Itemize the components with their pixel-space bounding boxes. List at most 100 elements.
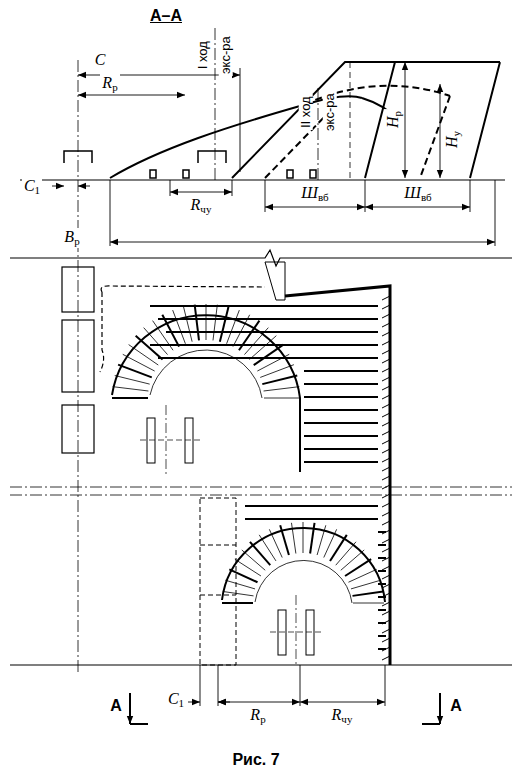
section-profile <box>265 86 450 178</box>
section-label: II ход <box>299 94 313 130</box>
hatching <box>382 467 390 471</box>
dimension-label: Швб <box>402 184 433 203</box>
hatching <box>382 503 390 507</box>
hatching <box>378 544 386 546</box>
hatching <box>245 505 378 507</box>
rail-symbols <box>183 170 189 178</box>
plan-outline <box>62 320 94 392</box>
section-profile <box>232 62 500 178</box>
hatching <box>382 611 390 615</box>
dimension-lines <box>52 18 495 246</box>
hatching <box>158 357 378 359</box>
dimension-label: Hр <box>384 109 403 130</box>
dimension-label: Швб <box>299 184 330 203</box>
dimension-label: Rчу <box>330 706 355 725</box>
plan-outline <box>62 267 94 312</box>
hatching <box>382 566 390 570</box>
hatching <box>317 525 326 555</box>
hatching <box>184 307 193 342</box>
dimension-label: Rр <box>248 706 267 725</box>
hatching <box>382 458 390 462</box>
dimension-label: Rр <box>100 74 119 93</box>
hatching <box>150 344 378 346</box>
plan-dimensions <box>218 702 230 703</box>
dimension-label: Bр <box>62 228 81 247</box>
rail-symbols <box>150 170 156 178</box>
hatching <box>382 521 390 525</box>
plan-outline <box>255 560 352 603</box>
dimension-lines <box>78 95 185 96</box>
hatching <box>173 310 186 344</box>
hatching <box>220 307 229 342</box>
hatching <box>382 386 390 390</box>
hatching <box>382 584 390 588</box>
hatching <box>382 485 390 489</box>
dimension-lines <box>440 84 441 178</box>
hatching <box>112 397 148 399</box>
hatching <box>382 413 390 417</box>
hatching <box>382 314 390 318</box>
hatching <box>382 368 390 372</box>
hatching <box>382 359 390 363</box>
hatching <box>242 550 265 570</box>
hatching <box>382 296 390 300</box>
section-profile <box>350 62 351 178</box>
hatching <box>254 345 284 365</box>
hatching <box>382 377 390 381</box>
hatching <box>382 548 390 552</box>
hatching <box>378 609 386 611</box>
hatching <box>348 569 376 582</box>
plan-dimensions <box>188 665 385 706</box>
hatching <box>378 557 386 559</box>
axis-lines <box>10 28 512 675</box>
hatching <box>304 383 378 385</box>
dimension-lines <box>265 207 365 208</box>
plan-dimensions <box>300 702 385 703</box>
hatching <box>304 409 378 411</box>
hatching <box>206 304 207 340</box>
plan-outline <box>147 418 155 463</box>
dimension-label: C <box>93 51 108 69</box>
hatching <box>382 431 390 435</box>
plan-outline <box>10 250 512 266</box>
hatching <box>112 296 390 660</box>
hatching <box>233 315 250 347</box>
hatching <box>249 336 276 360</box>
hatching <box>351 580 381 589</box>
dimension-lines <box>52 186 64 187</box>
plan-dimensions <box>218 702 300 703</box>
section-arrows <box>422 693 440 724</box>
plan-outline <box>278 610 286 655</box>
section-profile <box>20 179 505 180</box>
plan-dimensions <box>300 665 301 706</box>
axis-lines <box>215 28 216 180</box>
hatching <box>382 512 390 516</box>
hatching <box>382 323 390 327</box>
dimension-lines <box>78 186 90 187</box>
hatching <box>223 591 254 595</box>
plan-outline <box>265 262 285 300</box>
rail-symbols <box>310 170 316 178</box>
hatching <box>222 602 253 604</box>
section-label: А <box>448 697 464 715</box>
plan-dimensions <box>385 665 386 706</box>
axis-lines <box>10 487 512 488</box>
hatching <box>250 542 270 565</box>
section-profile <box>20 62 505 180</box>
hatching <box>304 461 378 463</box>
dimension-lines <box>240 68 241 172</box>
hatching <box>264 387 300 391</box>
hatching <box>144 328 168 355</box>
hatching <box>382 575 390 579</box>
hatching <box>280 525 289 555</box>
dimension-lines <box>405 62 406 178</box>
dimension-label: C1 <box>22 177 42 196</box>
hatching <box>260 365 294 378</box>
hatching <box>378 583 386 585</box>
plan-outline <box>10 250 512 665</box>
plan-dimensions <box>218 665 219 706</box>
plan-outline <box>166 405 167 475</box>
hatching <box>150 305 378 307</box>
